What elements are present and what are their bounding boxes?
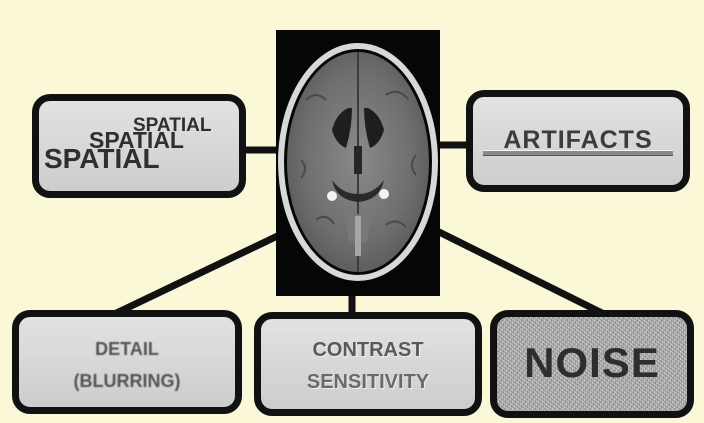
noise-box: NOISE: [490, 310, 694, 418]
artifact-streak: [483, 150, 673, 156]
noise-label: NOISE: [497, 339, 687, 387]
spatial-label-large: SPATIAL: [44, 143, 160, 175]
artifacts-box: ARTIFACTS: [466, 90, 690, 192]
contrast-box: CONTRAST SENSITIVITY: [254, 312, 482, 416]
detail-label-line2: (BLURRING): [19, 371, 235, 392]
connector-detail: [106, 230, 290, 318]
brain-ct-image: [276, 30, 440, 296]
contrast-label-line1: CONTRAST: [261, 339, 475, 362]
contrast-label-line2: SENSITIVITY: [261, 371, 475, 394]
detail-box: DETAIL (BLURRING): [12, 310, 242, 414]
detail-label-line1: DETAIL: [19, 339, 235, 360]
brain-ct-icon: [276, 30, 440, 296]
connector-noise: [425, 225, 612, 318]
spatial-box: SPATIAL SPATIAL SPATIAL: [32, 94, 246, 198]
